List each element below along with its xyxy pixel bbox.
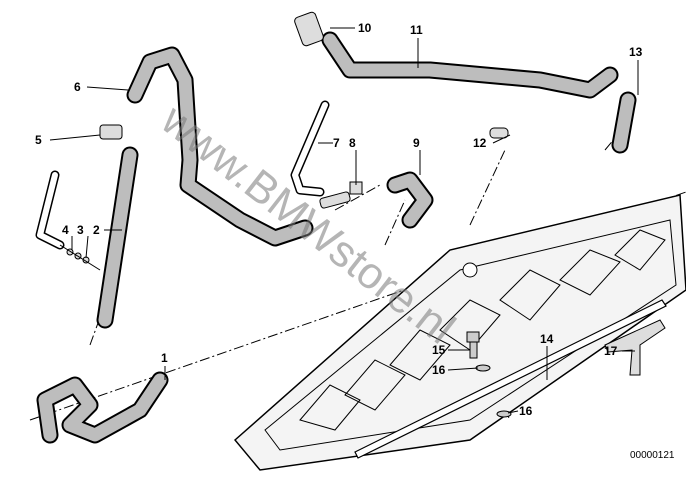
- part-label-3: 3: [77, 223, 84, 237]
- drawing-code: 00000121: [630, 450, 675, 461]
- part-label-15: 15: [432, 343, 446, 357]
- bracket: [604, 319, 666, 376]
- part-label-10: 10: [358, 21, 372, 35]
- leader-lines: [49, 27, 639, 414]
- hoses: [35, 31, 637, 444]
- part-label-12: 12: [473, 136, 487, 150]
- rod: [354, 299, 667, 459]
- part-label-1: 1: [161, 351, 168, 365]
- part-label-16a: 16: [432, 363, 446, 377]
- part-label-7: 7: [333, 136, 340, 150]
- part-label-4: 4: [62, 223, 69, 237]
- part-label-17: 17: [604, 344, 618, 358]
- fittings: [59, 11, 509, 271]
- part-label-2: 2: [93, 223, 100, 237]
- part-label-14: 14: [540, 332, 554, 346]
- gasket: [233, 194, 686, 471]
- part-label-5: 5: [35, 133, 42, 147]
- part-label-11: 11: [410, 23, 423, 37]
- part-label-16b: 16: [519, 404, 533, 418]
- part-label-8: 8: [349, 136, 356, 150]
- part-label-9: 9: [413, 136, 420, 150]
- part-label-6: 6: [74, 80, 81, 94]
- part-label-13: 13: [629, 45, 643, 59]
- bolt: [466, 331, 512, 418]
